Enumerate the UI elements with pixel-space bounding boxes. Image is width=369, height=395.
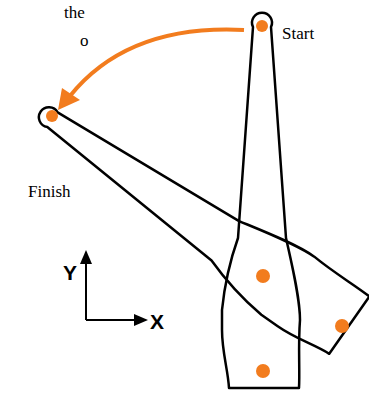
cropped-text: o (80, 32, 89, 49)
axis-label: Y (63, 262, 77, 283)
axes (86, 262, 136, 320)
rotation-arrowhead (58, 88, 80, 110)
y-arrowhead (80, 250, 92, 264)
x-arrowhead (134, 314, 148, 326)
club-outline-finish (18, 80, 369, 359)
marker-dots (46, 20, 349, 378)
axis-label: X (150, 311, 164, 332)
cropped-text: the (64, 4, 85, 21)
rotation-arrow (70, 30, 244, 96)
start-label: Start (282, 25, 314, 42)
finish-label: Finish (28, 183, 71, 200)
